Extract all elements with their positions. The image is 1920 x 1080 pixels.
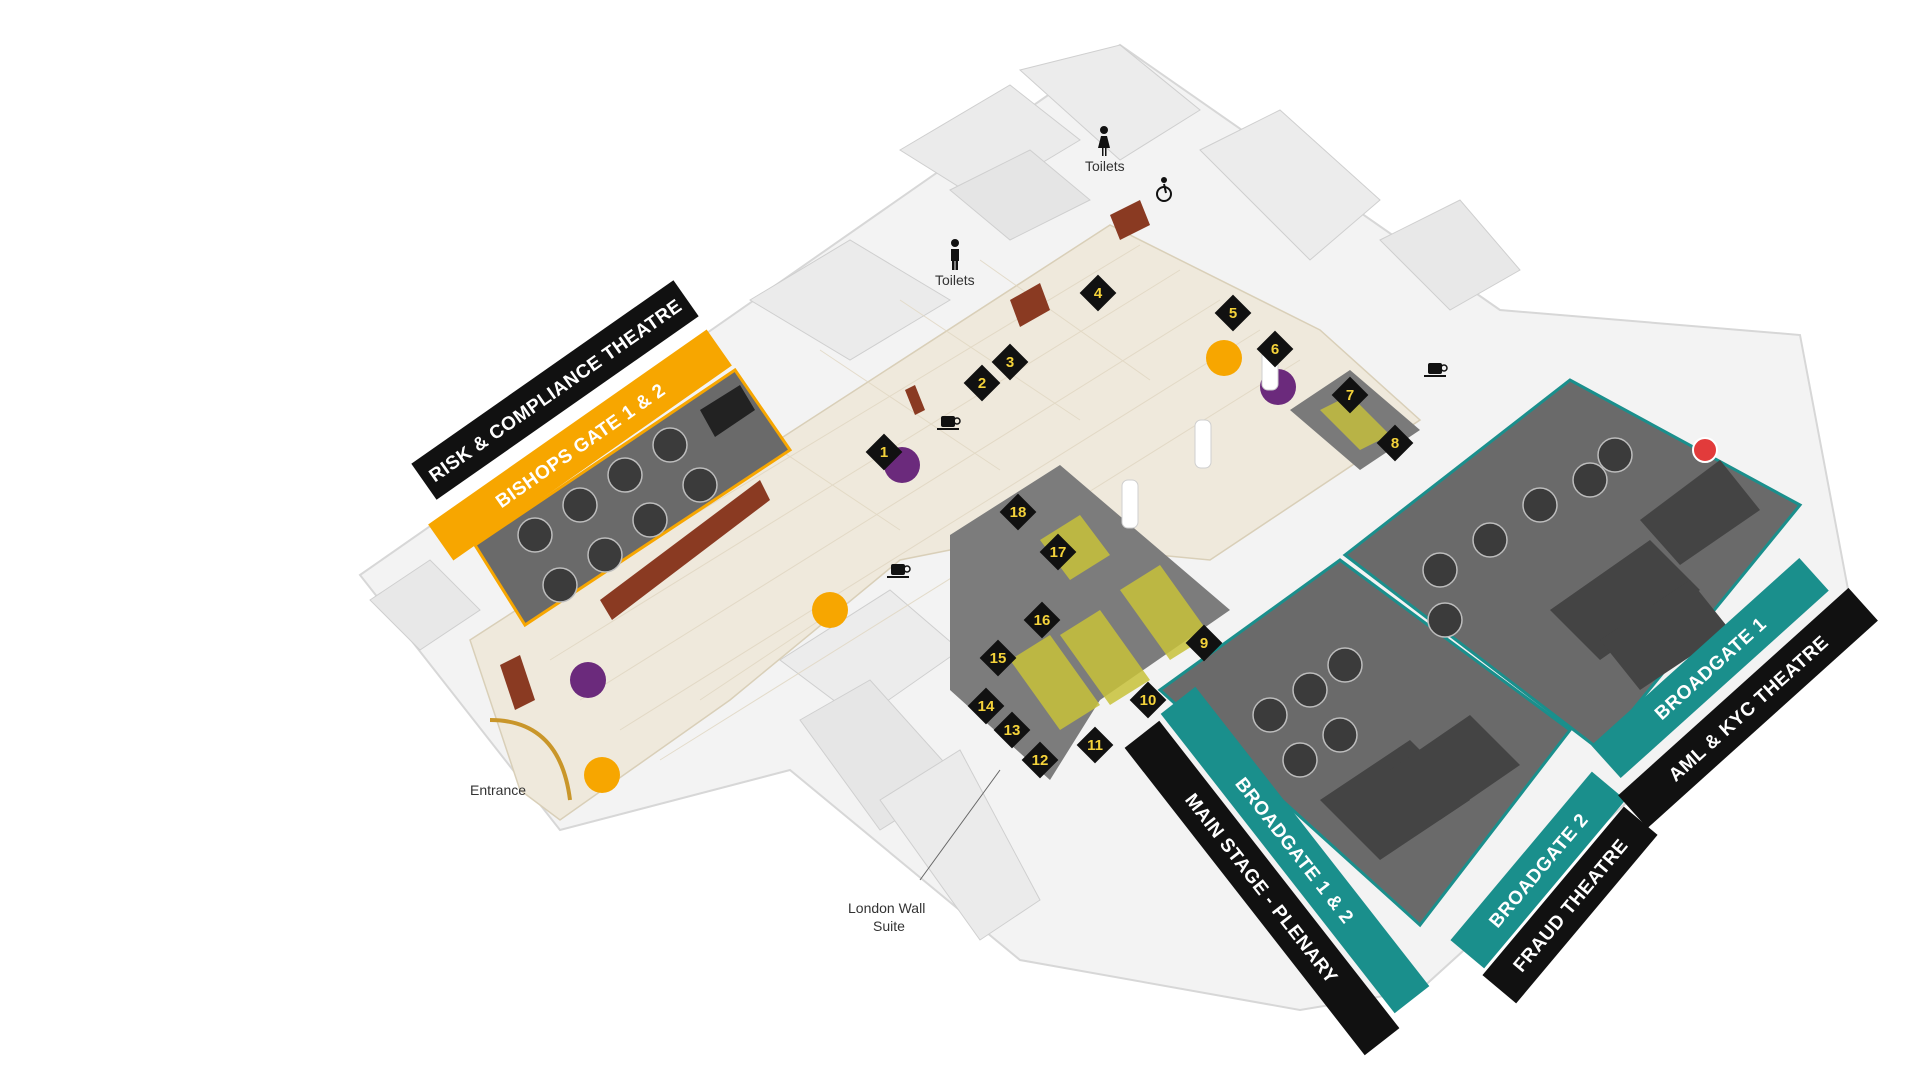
stand-marker-diamond: [979, 639, 1017, 677]
stand-marker[interactable]: 15: [979, 639, 1017, 677]
stand-number: 3: [1006, 354, 1014, 371]
stand-marker-diamond: [1331, 376, 1369, 414]
stand-number: 17: [1050, 544, 1067, 561]
entrance-label: Entrance: [470, 782, 526, 798]
broadgate-1-room[interactable]: [1342, 378, 1803, 753]
stand-marker-diamond: [1376, 424, 1414, 462]
stand-marker[interactable]: 10: [1129, 681, 1167, 719]
london-wall-suite[interactable]: [950, 465, 1230, 780]
accessible-icon: [1156, 177, 1172, 202]
stand-marker-diamond: [1214, 294, 1252, 332]
london-wall-label-1: London Wall: [848, 900, 925, 916]
stand-marker[interactable]: 8: [1376, 424, 1414, 462]
stand-marker[interactable]: 13: [993, 711, 1031, 749]
female-toilet-icon: [1098, 126, 1110, 156]
stand-number: 14: [978, 698, 995, 715]
stand-marker-diamond: [1185, 624, 1223, 662]
stand-marker[interactable]: 16: [1023, 601, 1061, 639]
stand-marker[interactable]: 7: [1331, 376, 1369, 414]
stand-marker[interactable]: 17: [1039, 533, 1077, 571]
stand-marker[interactable]: 2: [963, 364, 1001, 402]
coffee-icon: [887, 363, 1448, 578]
stand-marker-diamond: [1039, 533, 1077, 571]
stand-marker[interactable]: 1: [865, 433, 903, 471]
stand-marker-diamond: [865, 433, 903, 471]
stand-marker-diamond: [1256, 330, 1294, 368]
stand-marker-diamond: [991, 343, 1029, 381]
stand-marker[interactable]: 3: [991, 343, 1029, 381]
stand-marker[interactable]: 11: [1076, 726, 1114, 764]
stand-marker[interactable]: 4: [1079, 274, 1117, 312]
stand-number: 12: [1032, 752, 1049, 769]
stand-number: 8: [1391, 435, 1399, 452]
stand-number: 11: [1087, 737, 1103, 754]
toilets-label-1: Toilets: [1085, 158, 1125, 174]
stand-marker-diamond: [963, 364, 1001, 402]
stand-marker-diamond: [1023, 601, 1061, 639]
stand-marker[interactable]: 6: [1256, 330, 1294, 368]
stand-marker[interactable]: 12: [1021, 741, 1059, 779]
stand-number: 13: [1004, 722, 1021, 739]
stand-marker[interactable]: 5: [1214, 294, 1252, 332]
toilets-label-2: Toilets: [935, 272, 975, 288]
stand-marker-diamond: [1079, 274, 1117, 312]
stand-number: 16: [1034, 612, 1051, 629]
stand-number: 1: [880, 444, 888, 461]
stand-number: 5: [1229, 305, 1237, 322]
entrance-door: [489, 718, 572, 801]
broadgate-1-2-room[interactable]: [1157, 558, 1573, 928]
stand-number: 18: [1010, 504, 1027, 521]
stand-marker[interactable]: 14: [967, 687, 1005, 725]
stand-marker[interactable]: 9: [1185, 624, 1223, 662]
stand-marker[interactable]: 18: [999, 493, 1037, 531]
stand-marker-diamond: [993, 711, 1031, 749]
london-wall-leader: [919, 769, 1001, 881]
male-toilet-icon: [951, 239, 959, 270]
stand-number: 4: [1094, 285, 1103, 302]
stand-number: 10: [1140, 692, 1157, 709]
stand-number: 2: [978, 375, 986, 392]
foyer-floor: [469, 224, 1422, 821]
stand-marker-diamond: [967, 687, 1005, 725]
stand-marker-diamond: [1076, 726, 1114, 764]
stand-marker-diamond: [1021, 741, 1059, 779]
stand-marker-diamond: [1129, 681, 1167, 719]
london-wall-label-2: Suite: [873, 918, 905, 934]
stand-number: 9: [1200, 635, 1208, 652]
bishops-gate-room[interactable]: [472, 367, 793, 628]
stand-marker-diamond: [999, 493, 1037, 531]
stand-number: 6: [1271, 341, 1279, 358]
stand-number: 15: [990, 650, 1007, 667]
stand-number: 7: [1346, 387, 1354, 404]
